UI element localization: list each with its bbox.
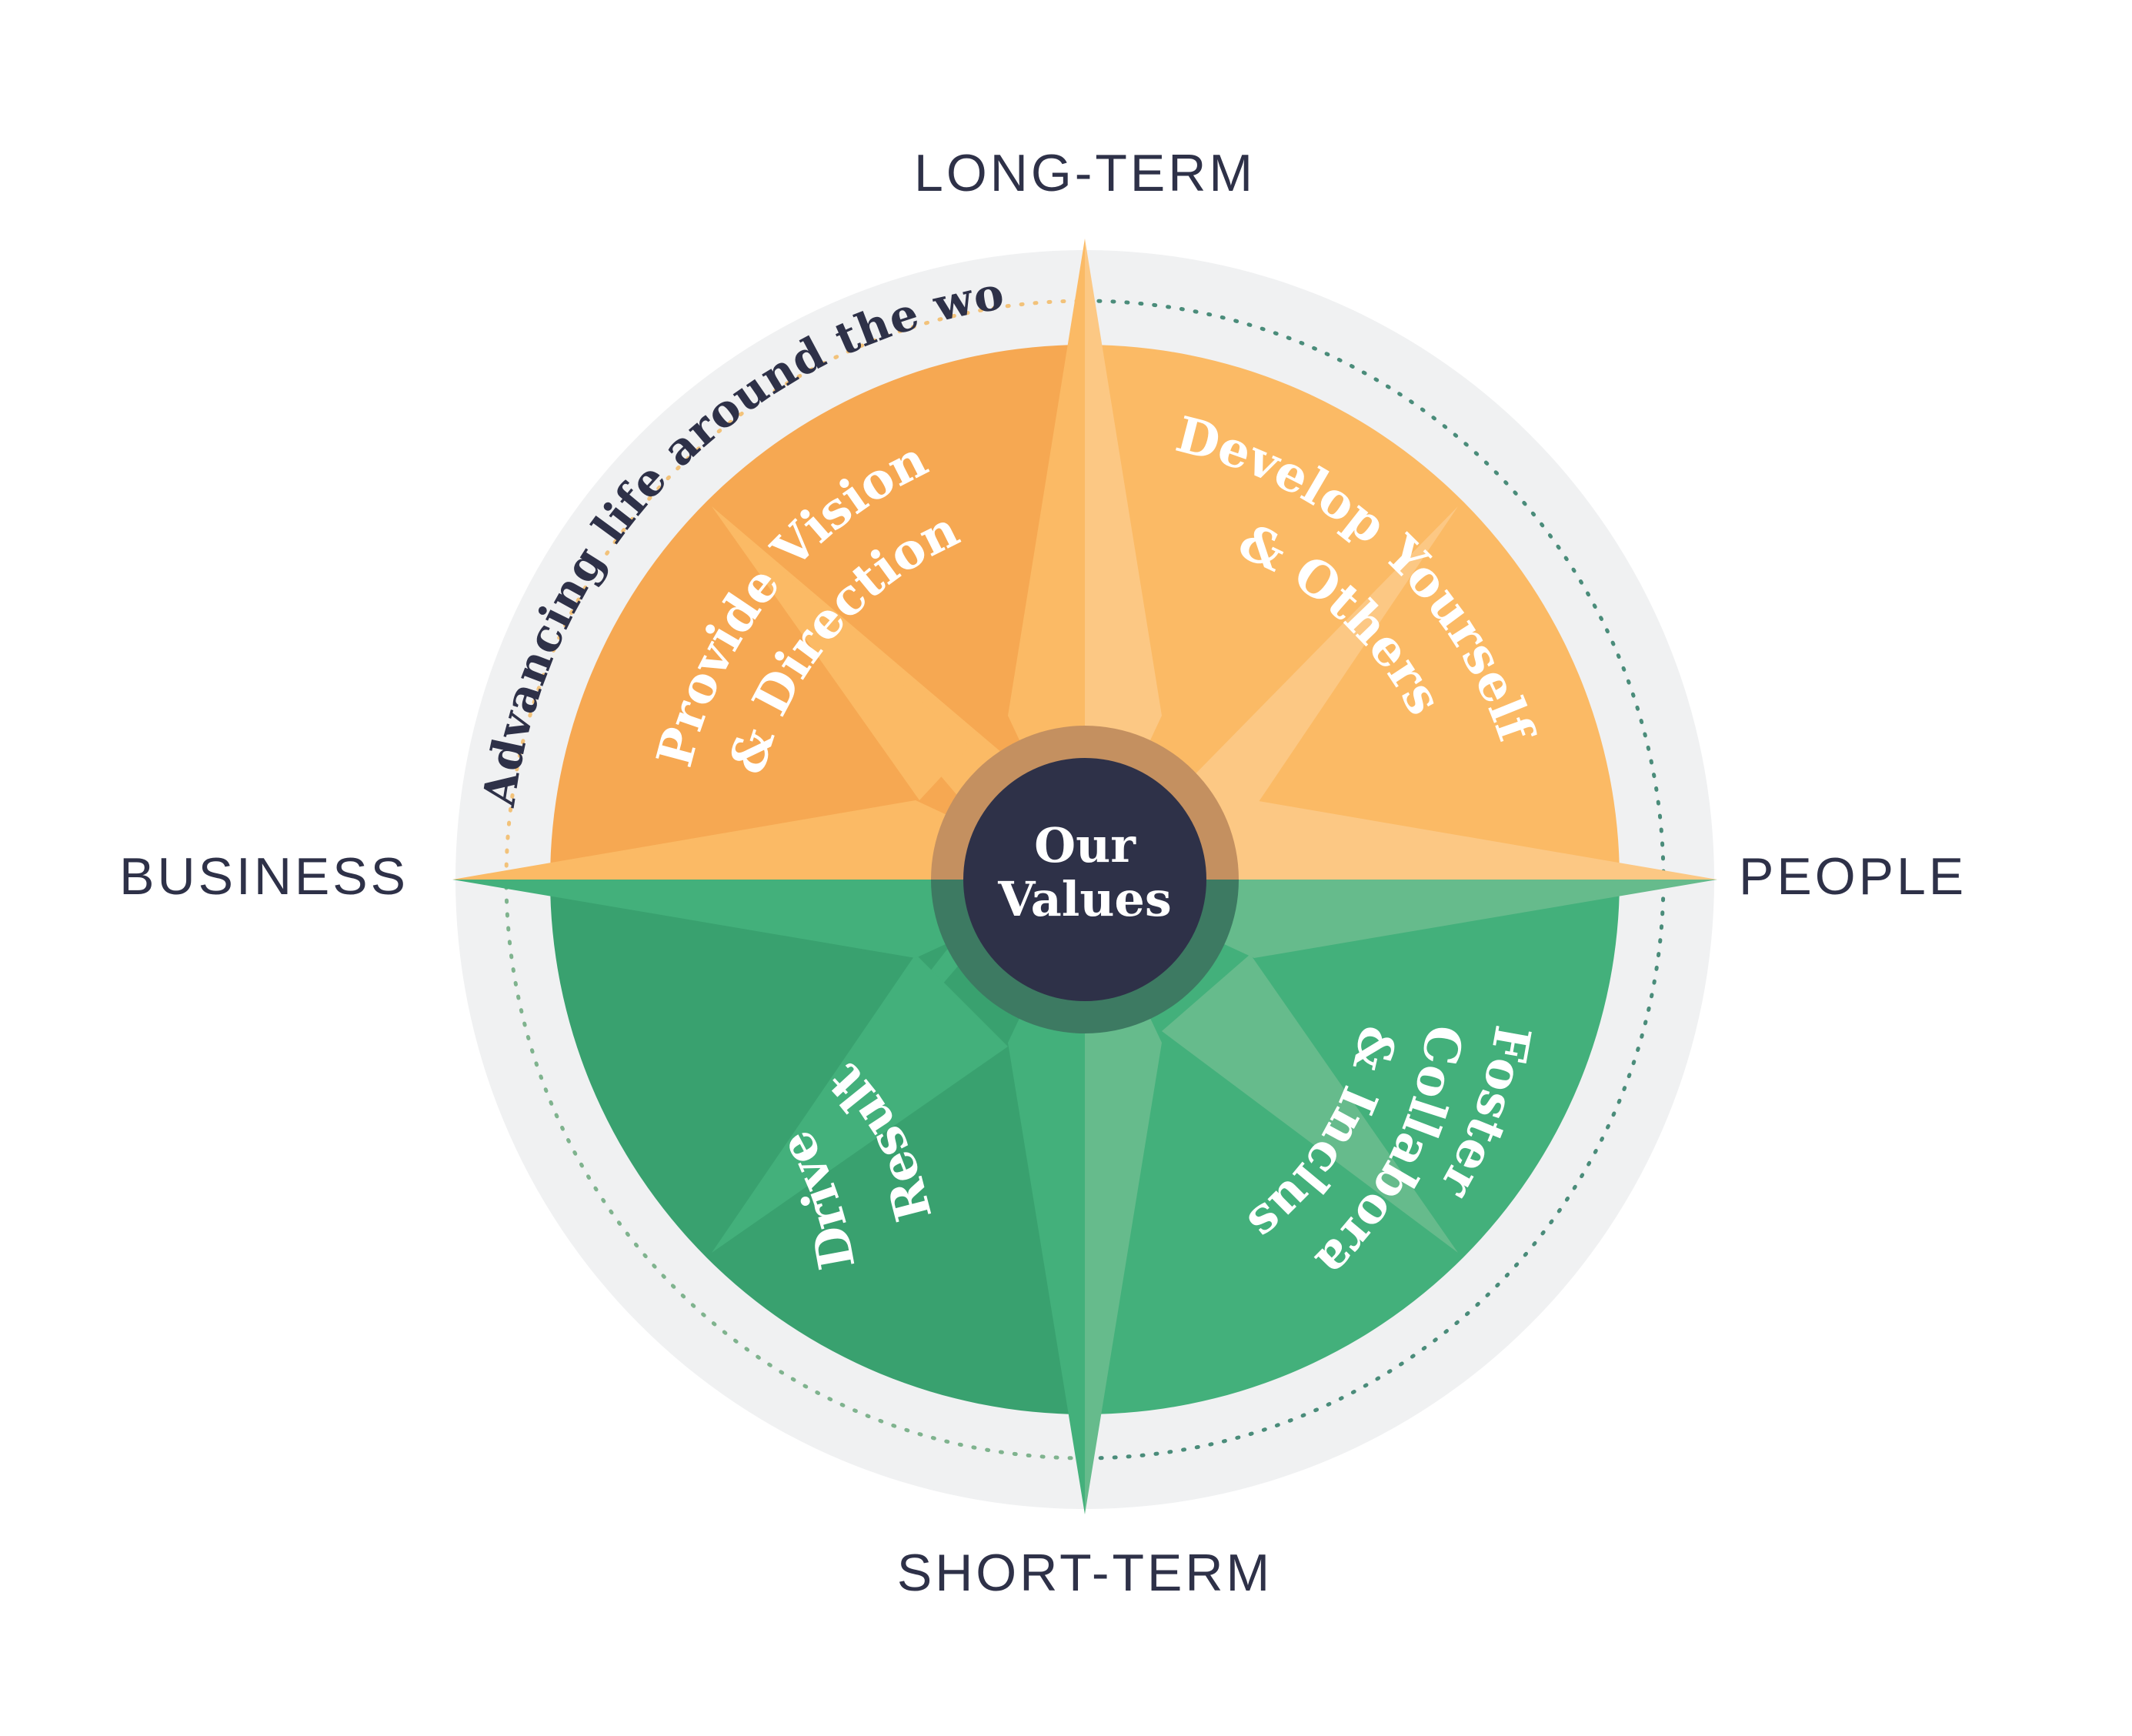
axis-label-business: BUSINESS [119, 847, 409, 906]
star-arm-west-top [452, 800, 1085, 880]
star-diagonal-sw-b [712, 954, 1008, 1253]
star-arm-east-top [1085, 800, 1717, 880]
star-arm-north-left [1008, 239, 1085, 880]
axis-label-long-term: LONG-TERM [914, 144, 1256, 202]
star-arm-south-right [1085, 880, 1162, 1514]
axis-label-people: PEOPLE [1739, 847, 1967, 906]
center-circle [963, 758, 1206, 1001]
star-diagonal-se [1162, 954, 1458, 1253]
center-title-line1: Our [1034, 817, 1136, 873]
star-arm-west-bottom [452, 880, 1085, 958]
star-arm-east-bottom [1085, 880, 1717, 958]
star-diagonal-ne [1169, 506, 1458, 854]
axis-label-short-term: SHORT-TERM [896, 1544, 1273, 1602]
dotted-ring-left-lower [504, 877, 1087, 1461]
star-arm-south-left [1008, 880, 1085, 1514]
center-title-line2: Values [997, 871, 1172, 927]
star-arm-north-right [1085, 239, 1162, 880]
star-diagonal-nw-b [712, 506, 969, 800]
dotted-ring-orange [504, 299, 1087, 882]
